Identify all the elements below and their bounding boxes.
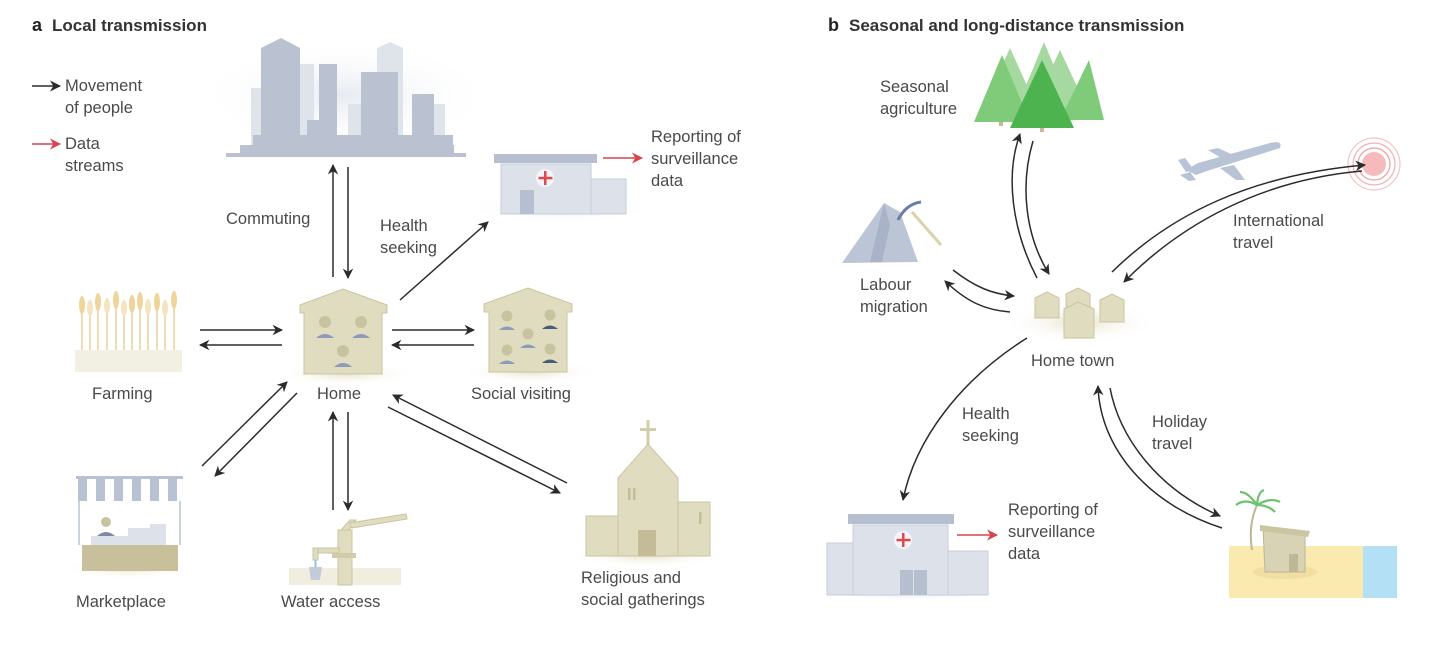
person-icon	[319, 316, 367, 357]
label-international-travel: International travel	[1233, 212, 1324, 252]
arrow-hometown-to-agri	[1011, 133, 1038, 279]
outbreak-target-icon	[1347, 137, 1401, 191]
arrow-home-to-market	[214, 392, 298, 477]
church-icon	[568, 420, 728, 568]
arrow-agri-to-hometown	[1025, 140, 1050, 275]
houses-cluster-icon	[1000, 287, 1160, 344]
hospital-icon	[817, 514, 1007, 603]
label-religious: Religious and social gatherings	[581, 569, 705, 609]
arrow-beach-to-hometown	[1093, 384, 1223, 529]
legend-movement-label: Movement of people	[65, 77, 143, 117]
market-stall-icon	[58, 476, 198, 580]
label-reporting-b: Reporting of surveillance data	[1008, 501, 1098, 563]
city-skyline-icon	[195, 38, 495, 157]
house-with-people-icon	[460, 287, 600, 384]
panel-b-letter: b	[828, 15, 839, 35]
panel-a-letter: a	[32, 15, 43, 35]
panel-a-title: a Local transmission	[32, 15, 207, 36]
label-social-visiting: Social visiting	[471, 385, 571, 403]
arrow-hometown-to-international	[1111, 160, 1367, 273]
clinic-icon	[465, 154, 655, 224]
panel-a-title-text: Local transmission	[52, 16, 207, 35]
label-labour-migration: Labour migration	[860, 276, 928, 316]
wheat-field-icon	[75, 291, 182, 372]
label-seasonal-agriculture: Seasonal agriculture	[880, 78, 958, 118]
arrow-hometown-to-labour	[944, 280, 1011, 313]
arrow-home-to-religious	[387, 406, 561, 494]
label-health-seeking-a: Health seeking	[380, 217, 437, 257]
panel-b-title-text: Seasonal and long-distance transmission	[849, 16, 1185, 35]
label-commuting: Commuting	[226, 210, 311, 228]
arrow-home-to-clinic	[399, 221, 489, 301]
label-farming: Farming	[92, 385, 153, 403]
forest-icon	[960, 42, 1120, 135]
label-home-town: Home town	[1031, 352, 1115, 370]
arrow-market-to-home	[201, 381, 288, 467]
label-home: Home	[317, 385, 362, 403]
beach-hut-icon	[1229, 488, 1397, 598]
airplane-icon	[1178, 142, 1281, 181]
label-reporting-a: Reporting of surveillance data	[651, 128, 741, 190]
arrow-religious-to-home	[392, 394, 568, 484]
water-pump-icon	[289, 513, 408, 586]
legend-data-label: Data streams	[65, 135, 124, 175]
label-health-seeking-b: Health seeking	[962, 405, 1019, 445]
label-water-access: Water access	[281, 593, 381, 611]
mountain-pickaxe-icon	[842, 200, 943, 263]
arrow-hometown-to-clinic	[899, 337, 1028, 502]
label-marketplace: Marketplace	[76, 593, 166, 611]
arrow-international-to-hometown	[1123, 170, 1363, 283]
house-icon	[275, 288, 415, 386]
panel-b-title: b Seasonal and long-distance transmission	[828, 15, 1184, 36]
arrow-labour-to-hometown	[952, 269, 1016, 301]
arrow-hometown-to-beach	[1109, 387, 1221, 518]
label-holiday-travel: Holiday travel	[1152, 413, 1208, 453]
